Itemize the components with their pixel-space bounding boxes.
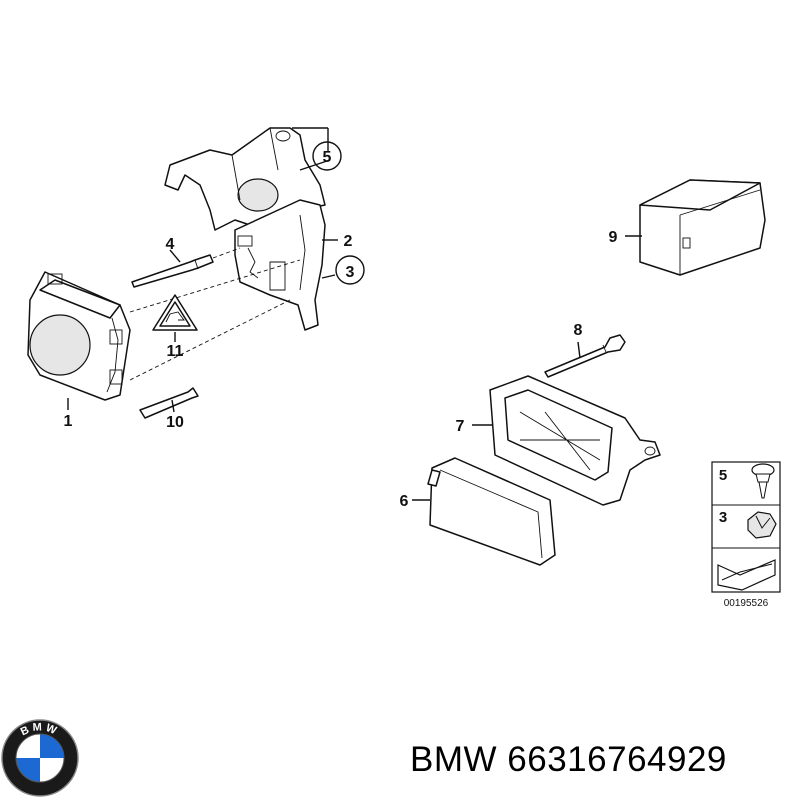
callout-11: 11 — [167, 343, 184, 360]
callout-circle-3 — [335, 255, 365, 285]
fastener-legend: 5 3 00195526 — [711, 461, 781, 609]
legend-item-5-label: 5 — [719, 467, 727, 484]
orientation-arrow-icon — [717, 559, 776, 591]
bmw-logo: BMW — [1, 719, 79, 797]
diagram-code: 00195526 — [724, 598, 769, 609]
callout-6: 6 — [400, 493, 409, 510]
bracket-part — [164, 127, 331, 231]
holder-part — [472, 375, 661, 506]
callout-1: 1 — [64, 413, 73, 430]
screw-icon — [751, 463, 775, 499]
screw-part-10 — [139, 387, 199, 419]
callout-9: 9 — [609, 229, 618, 246]
radar-sensor-part — [27, 259, 301, 410]
callout-7: 7 — [456, 418, 465, 435]
callout-4: 4 — [166, 236, 175, 253]
brand-part-number: BMW 66316764929 — [410, 740, 727, 780]
callout-8: 8 — [574, 322, 583, 339]
mounting-bracket-part — [234, 199, 338, 331]
cover-part — [412, 457, 556, 566]
callout-5: 5 — [323, 149, 332, 166]
legend-item-3-label: 3 — [719, 509, 727, 526]
screw-part — [131, 247, 241, 288]
callout-2: 2 — [344, 233, 353, 250]
control-unit-part — [625, 179, 766, 276]
bolt-part — [544, 334, 626, 378]
brand-name: BMW — [410, 740, 498, 779]
callout-10: 10 — [166, 414, 184, 431]
part-number: 66316764929 — [507, 740, 727, 779]
callout-circle-5 — [312, 141, 342, 171]
clip-nut-icon — [747, 511, 777, 539]
bmw-logo-letters: BMW — [19, 721, 61, 738]
callout-3: 3 — [346, 264, 355, 281]
warning-label-part — [152, 294, 198, 342]
